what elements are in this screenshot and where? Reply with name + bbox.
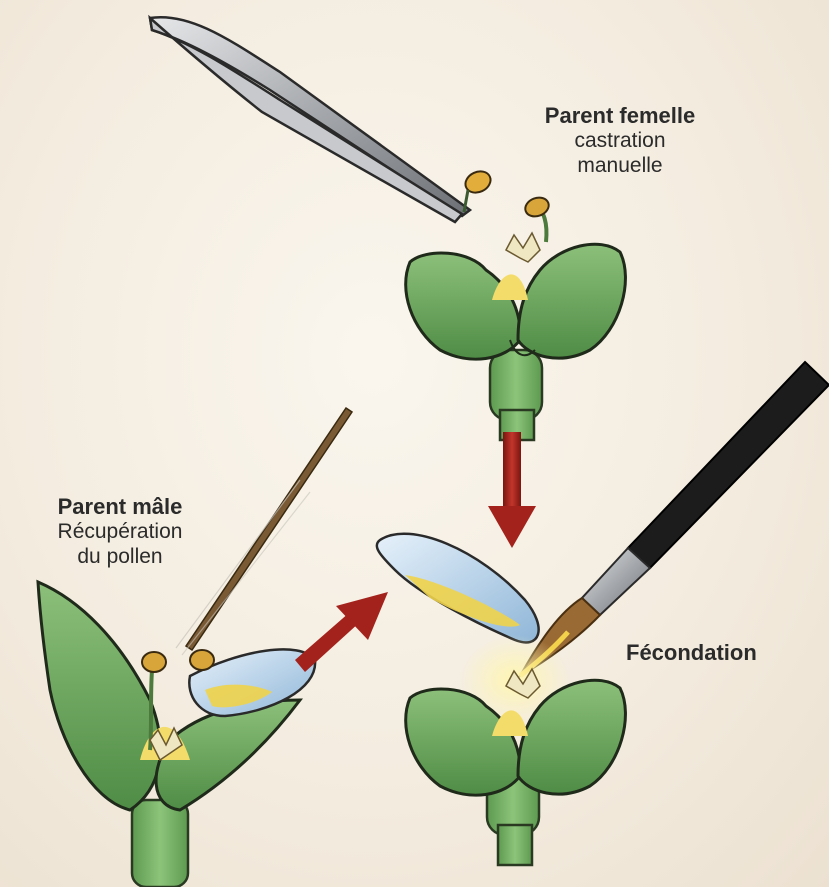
male-parent-line2: du pollen	[10, 545, 230, 570]
female-flower-icon	[406, 194, 626, 440]
fecundation-title: Fécondation	[626, 640, 757, 666]
male-flower-icon	[38, 582, 300, 887]
male-parent-title: Parent mâle	[10, 494, 230, 520]
female-parent-line1: castration	[500, 129, 740, 154]
female-parent-title: Parent femelle	[500, 103, 740, 129]
arrow-down-icon	[488, 432, 536, 548]
female-parent-label: Parent femelle castration manuelle	[500, 103, 740, 178]
dish-icon	[377, 534, 539, 643]
male-parent-line1: Récupération	[10, 520, 230, 545]
tweezers-icon	[150, 17, 494, 222]
arrow-diagonal-icon	[295, 592, 388, 672]
brush-icon	[520, 362, 829, 676]
female-parent-line2: manuelle	[500, 154, 740, 179]
male-parent-label: Parent mâle Récupération du pollen	[10, 494, 230, 569]
fecundation-label: Fécondation	[626, 640, 757, 666]
